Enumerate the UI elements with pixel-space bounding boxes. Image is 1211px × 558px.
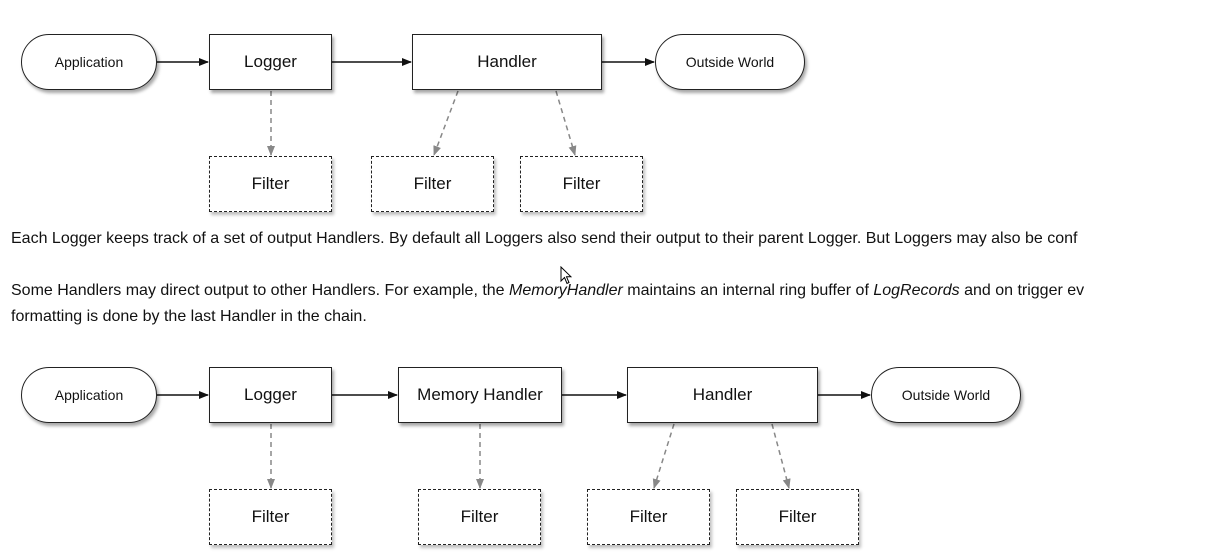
logger-filter-node: Filter xyxy=(209,156,332,212)
handler-filter-a-node-2: Filter xyxy=(587,489,710,545)
logger-node: Logger xyxy=(209,34,332,90)
handler-filter-b-node: Filter xyxy=(520,156,643,212)
logger-filter-node-2: Filter xyxy=(209,489,332,545)
dashed-arrow-handler-filter-a-2 xyxy=(652,423,675,489)
memory-handler-term: MemoryHandler xyxy=(509,282,623,299)
log-records-term: LogRecords xyxy=(873,282,960,299)
dashed-arrow-handler-filter-b-2 xyxy=(771,423,791,489)
memory-handler-node: Memory Handler xyxy=(398,367,562,423)
memory-filter-node: Filter xyxy=(418,489,541,545)
application-node-2: Application xyxy=(21,367,157,423)
application-node: Application xyxy=(21,34,157,90)
paragraph-2-part-3: and on trigger ev xyxy=(959,282,1085,299)
dashed-arrow-handler-filter-b-1 xyxy=(555,90,577,156)
logger-node-2: Logger xyxy=(209,367,332,423)
paragraph-memory-handler: Some Handlers may direct output to other… xyxy=(11,278,1211,330)
paragraph-logger-handlers: Each Logger keeps track of a set of outp… xyxy=(11,226,1211,252)
outside-world-node: Outside World xyxy=(655,34,805,90)
paragraph-1-text: Each Logger keeps track of a set of outp… xyxy=(11,230,1078,247)
paragraph-2-line-2: formatting is done by the last Handler i… xyxy=(11,308,367,325)
handler-node-2: Handler xyxy=(627,367,818,423)
paragraph-2-part-2: maintains an internal ring buffer of xyxy=(622,282,874,299)
mouse-pointer-icon xyxy=(560,266,572,285)
dashed-arrow-handler-filter-a-1 xyxy=(433,90,459,156)
handler-filter-a-node: Filter xyxy=(371,156,494,212)
paragraph-2-part-1: Some Handlers may direct output to other… xyxy=(11,282,510,299)
handler-node: Handler xyxy=(412,34,602,90)
outside-world-node-2: Outside World xyxy=(871,367,1021,423)
handler-filter-b-node-2: Filter xyxy=(736,489,859,545)
